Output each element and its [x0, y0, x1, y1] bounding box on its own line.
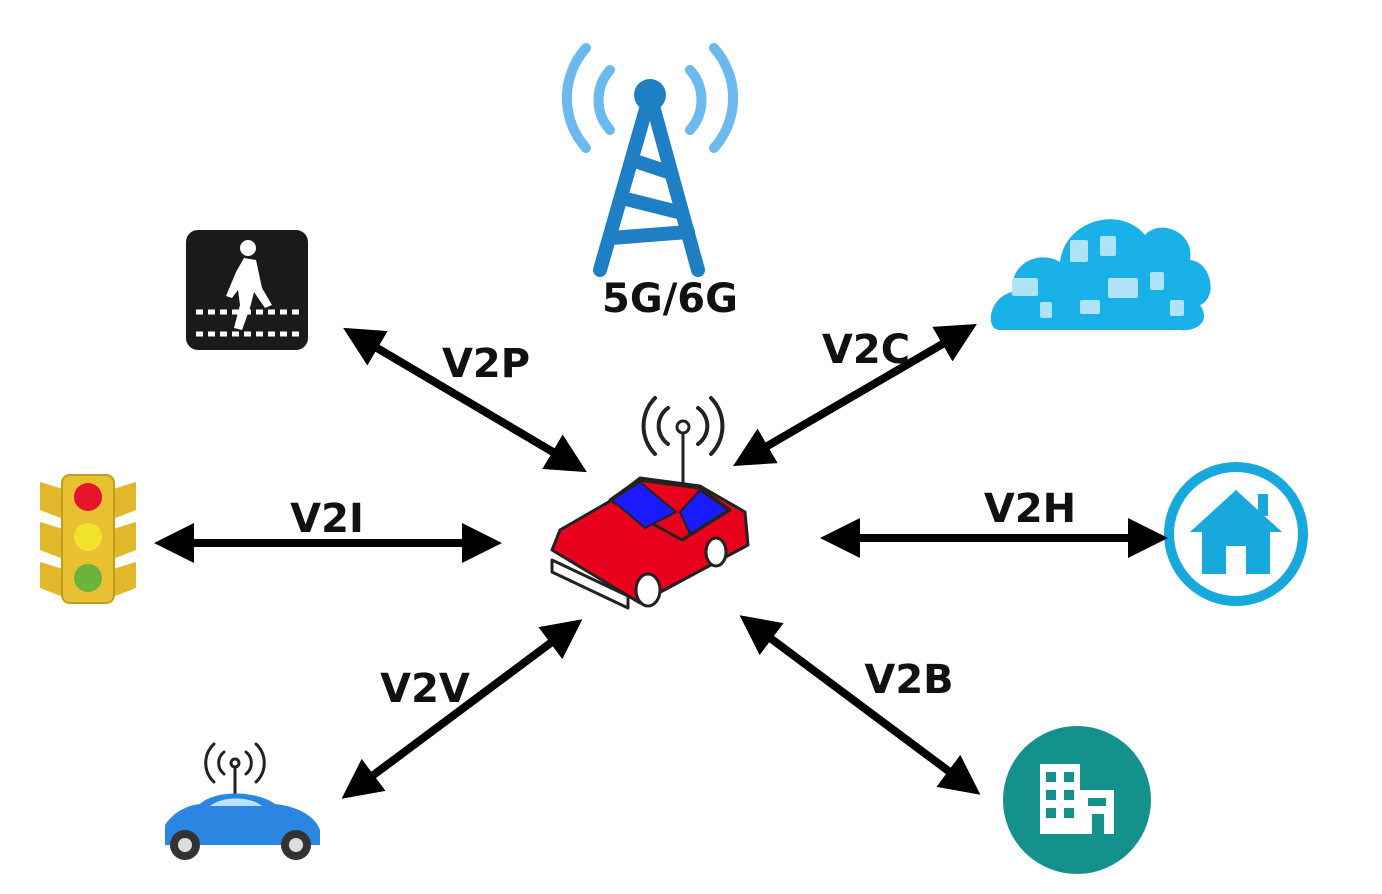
red-car-with-antenna-icon	[550, 396, 750, 610]
v2p-label: V2P	[442, 341, 530, 387]
tower-label: 5G/6G	[602, 276, 738, 322]
cloud-icon	[990, 219, 1211, 331]
pedestrian-crossing-icon	[186, 230, 308, 350]
v2v-label: V2V	[380, 666, 470, 712]
v2b-arrow	[739, 615, 981, 795]
v2c-arrow	[733, 323, 977, 467]
v2p-arrow	[343, 327, 587, 473]
v2h-label: V2H	[984, 486, 1076, 532]
v2i-label: V2I	[290, 496, 364, 542]
v2b-label: V2B	[864, 657, 953, 703]
home-icon	[1164, 462, 1308, 606]
v2c-label: V2C	[822, 327, 910, 373]
traffic-light-icon	[40, 474, 136, 604]
v2v-arrow	[341, 619, 583, 799]
blue-car-icon	[165, 742, 320, 860]
building-icon	[1003, 726, 1151, 874]
cell-tower-icon	[561, 43, 739, 277]
